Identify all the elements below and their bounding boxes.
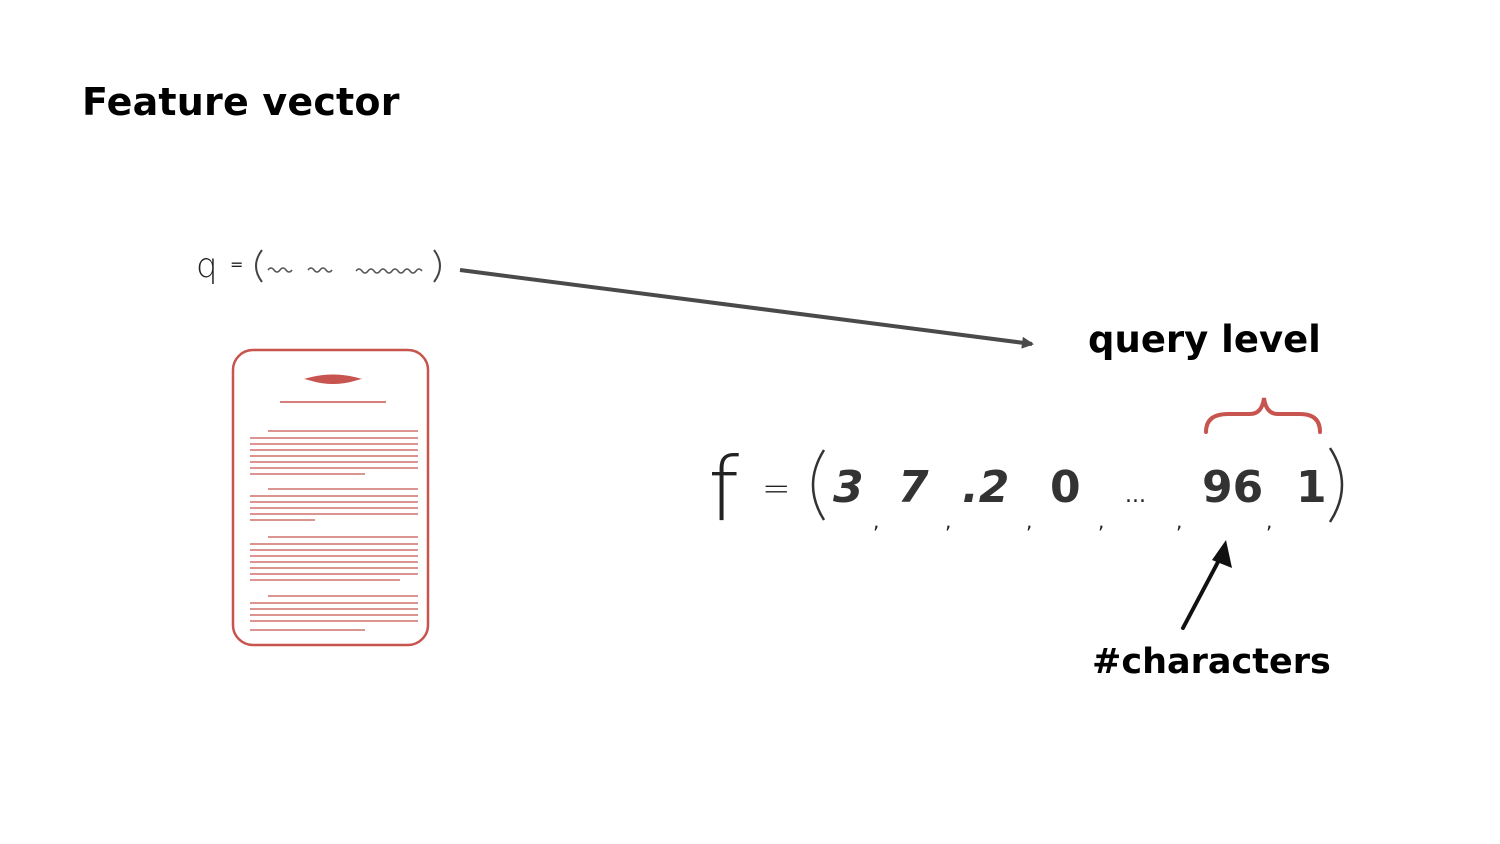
feature-vector-expression: f = 3 , 7 , .2 , 0 , ... , 96 , 1 bbox=[708, 438, 1344, 541]
arrow-right-icon bbox=[459, 268, 1034, 349]
query-open-paren bbox=[255, 249, 263, 283]
vector-component: 96 bbox=[1202, 462, 1263, 513]
component-separator: , bbox=[1026, 509, 1032, 533]
query-close-paren bbox=[433, 249, 441, 283]
component-separator: , bbox=[1266, 509, 1272, 533]
vector-equals: = bbox=[762, 469, 791, 509]
vector-symbol: f bbox=[708, 438, 739, 541]
query-scribble-word-2 bbox=[307, 267, 333, 273]
query-level-label: query level bbox=[1088, 318, 1321, 361]
query-expression: q = bbox=[196, 246, 441, 286]
vector-open-paren bbox=[811, 449, 826, 521]
query-symbol: q bbox=[196, 246, 218, 286]
vector-component: .2 bbox=[962, 462, 1009, 513]
document-icon bbox=[231, 348, 430, 647]
query-equals: = bbox=[230, 255, 243, 274]
component-separator: , bbox=[873, 509, 879, 533]
vector-component: 3 bbox=[833, 462, 864, 513]
vector-close-paren bbox=[1328, 447, 1344, 523]
query-scribble-word-1 bbox=[267, 267, 293, 273]
component-separator: , bbox=[945, 509, 951, 533]
vector-component: ... bbox=[1125, 483, 1146, 508]
vector-component: 0 bbox=[1050, 462, 1081, 513]
component-separator: , bbox=[1176, 509, 1182, 533]
component-separator: , bbox=[1098, 509, 1104, 533]
query-scribble-word-3 bbox=[355, 268, 423, 274]
arrow-up-icon bbox=[1181, 540, 1232, 630]
slide-title: Feature vector bbox=[82, 80, 400, 124]
characters-label: #characters bbox=[1092, 642, 1331, 682]
vector-component: 1 bbox=[1296, 462, 1327, 513]
curly-brace-icon bbox=[1204, 397, 1322, 434]
vector-component: 7 bbox=[898, 462, 929, 513]
